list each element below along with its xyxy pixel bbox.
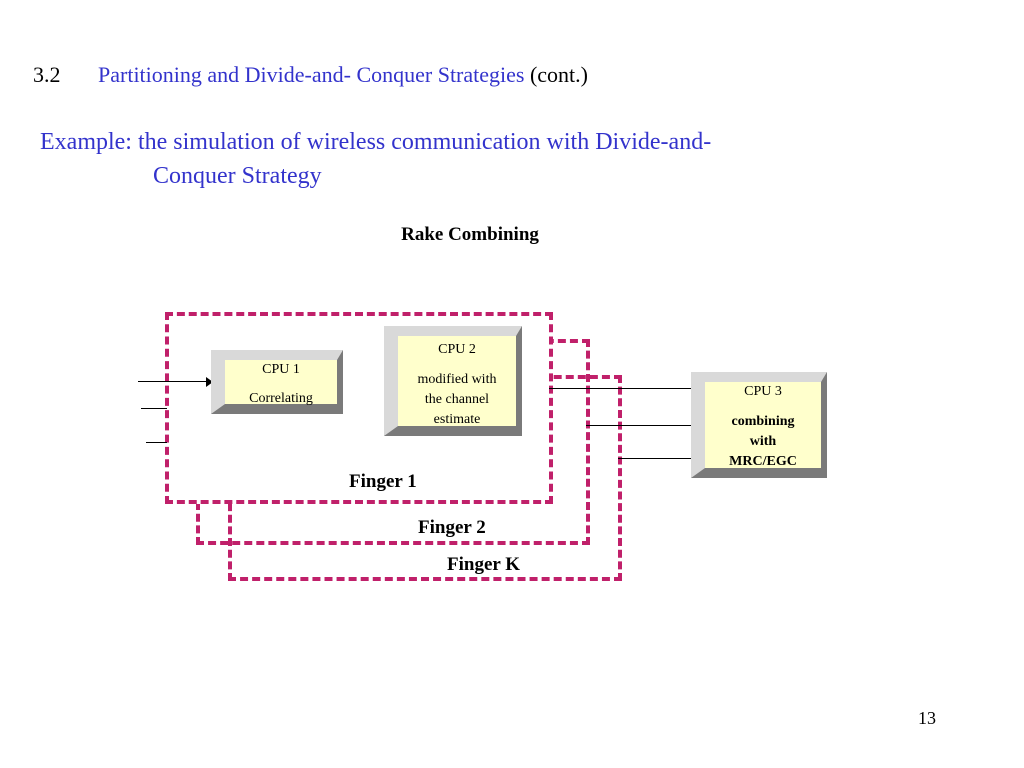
link-finger-k bbox=[618, 458, 691, 459]
section-number: 3.2 bbox=[33, 62, 61, 87]
finger-2-label: Finger 2 bbox=[418, 517, 486, 538]
cpu3-desc-line-2: with bbox=[749, 434, 777, 449]
cpu1-desc: Correlating bbox=[249, 391, 313, 406]
cpu2-label: CPU 2 bbox=[438, 342, 476, 357]
cpu2-desc-line-3: estimate bbox=[433, 412, 481, 427]
link-finger-2 bbox=[586, 425, 691, 426]
finger-1-label: Finger 1 bbox=[349, 471, 417, 492]
input-line-1 bbox=[138, 381, 210, 382]
cpu1-label: CPU 1 bbox=[262, 362, 300, 377]
diagram-title: Rake Combining bbox=[401, 224, 539, 245]
slide-heading: 3.2 Partitioning and Divide-and- Conquer … bbox=[33, 62, 588, 88]
input-line-3 bbox=[146, 442, 167, 443]
input-line-2 bbox=[141, 408, 167, 409]
cpu3-desc-line-1: combining bbox=[731, 414, 795, 429]
link-finger-1 bbox=[549, 388, 691, 389]
example-line-2: Conquer Strategy bbox=[153, 163, 322, 189]
cpu1-block: CPU 1 Correlating bbox=[211, 350, 343, 414]
finger-k-label: Finger K bbox=[447, 554, 521, 575]
section-suffix: (cont.) bbox=[524, 62, 588, 87]
cpu2-desc-line-1: modified with bbox=[417, 372, 497, 387]
input-arrowhead bbox=[206, 377, 213, 387]
cpu3-desc-line-3: MRC/EGC bbox=[729, 454, 797, 469]
cpu3-label: CPU 3 bbox=[744, 384, 782, 399]
cpu2-desc-line-2: the channel bbox=[424, 392, 490, 407]
page-number: 13 bbox=[918, 708, 936, 728]
example-text: Example: the simulation of wireless comm… bbox=[40, 129, 712, 189]
example-line-1: Example: the simulation of wireless comm… bbox=[40, 129, 712, 155]
cpu2-block: CPU 2 modified with the channel estimate bbox=[384, 326, 522, 436]
section-title: Partitioning and Divide-and- Conquer Str… bbox=[98, 62, 525, 87]
cpu3-block: CPU 3 combining with MRC/EGC bbox=[691, 372, 827, 478]
